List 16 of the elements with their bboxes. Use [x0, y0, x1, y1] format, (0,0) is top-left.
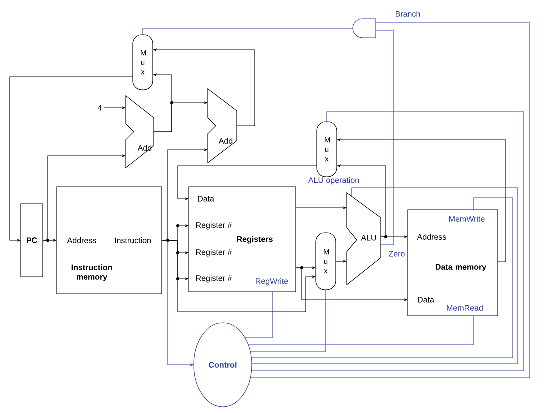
- memory-box: Address Instruction Instruction memory: [56, 186, 162, 294]
- control-line: [244, 292, 274, 338]
- control-line: [248, 316, 474, 346]
- control-line: [142, 28, 354, 36]
- signal-label: Branch: [396, 11, 420, 17]
- register-file-box: Data Register # Register # Register # Registers RegWrite: [188, 186, 296, 292]
- signal-label: ALU operation: [308, 177, 360, 185]
- signal-label: Zero: [389, 251, 405, 257]
- control-line: [250, 290, 326, 352]
- and-gate: [352, 18, 376, 38]
- constant-text: 4: [98, 105, 102, 111]
- control-line: [251, 112, 524, 372]
- control-line: [250, 22, 530, 378]
- memory-box: MemWrite Address Data memory Data MemRead: [408, 210, 498, 316]
- register-box: PC: [20, 204, 44, 278]
- control-line: [376, 30, 394, 246]
